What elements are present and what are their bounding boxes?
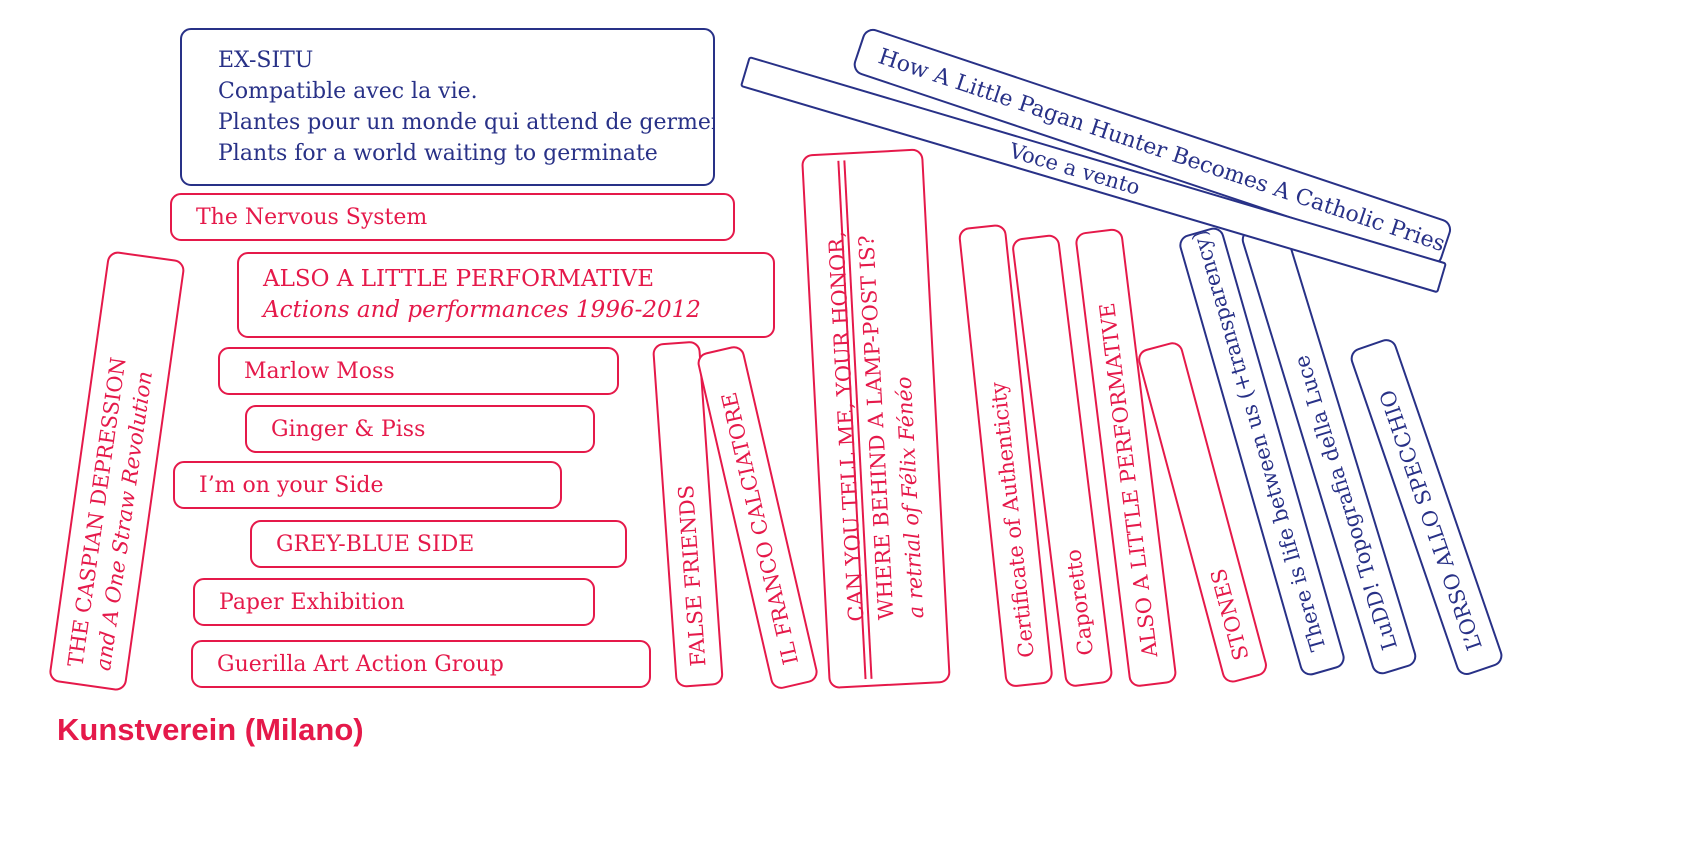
book-marlow-moss: Marlow Moss (218, 347, 619, 395)
book-nervous-system: The Nervous System (170, 193, 735, 241)
book-on-your-side: I’m on your Side (173, 461, 562, 509)
book-also-performative-title: ALSO A LITTLE PERFORMATIVE (263, 266, 655, 292)
book-guerilla-art-title: Guerilla Art Action Group (217, 651, 504, 677)
book-grey-blue-side-title: GREY-BLUE SIDE (276, 531, 475, 557)
book-ex-situ-line-1: EX-SITU (218, 48, 314, 73)
book-your-honor: CAN YOU TELL ME, YOUR HONOR, WHERE BEHIN… (801, 148, 951, 689)
book-stones-title: STONES (1206, 566, 1254, 663)
book-ex-situ-line-3: Plantes pour un monde qui attend de germ… (218, 110, 715, 135)
book-paper-exhibition-title: Paper Exhibition (219, 589, 405, 615)
book-grey-blue-side: GREY-BLUE SIDE (250, 520, 627, 568)
book-marlow-moss-title: Marlow Moss (244, 358, 395, 384)
book-nervous-system-title: The Nervous System (196, 204, 428, 230)
book-guerilla-art: Guerilla Art Action Group (191, 640, 651, 688)
book-also-performative: ALSO A LITTLE PERFORMATIVE Actions and p… (237, 252, 775, 338)
book-ex-situ-line-4: Plants for a world waiting to germinate (218, 141, 658, 166)
book-on-your-side-title: I’m on your Side (199, 472, 384, 498)
book-certificate-title: Certificate of Authenticity (986, 380, 1039, 659)
book-pagan-hunter: How A Little Pagan Hunter Becomes A Cath… (850, 26, 1454, 269)
book-false-friends-title: FALSE FRIENDS (673, 484, 711, 668)
book-franco-calciatore-title: IL FRANCO CALCIATORE (717, 389, 804, 667)
book-ex-situ-line-2: Compatible avec la vie. (218, 79, 478, 104)
book-ex-situ: EX-SITU Compatible avec la vie. Plantes … (180, 28, 715, 186)
book-paper-exhibition: Paper Exhibition (193, 578, 595, 626)
book-ginger-piss: Ginger & Piss (245, 405, 595, 453)
book-caspian-depression: THE CASPIAN DEPRESSION and A One Straw R… (48, 250, 186, 692)
book-caporetto-title: Caporetto (1061, 547, 1099, 657)
book-also-performative-subtitle: Actions and performances 1996-2012 (263, 297, 701, 323)
book-ginger-piss-title: Ginger & Piss (271, 416, 426, 442)
kunstverein-footer-title: Kunstverein (Milano) (57, 712, 364, 747)
